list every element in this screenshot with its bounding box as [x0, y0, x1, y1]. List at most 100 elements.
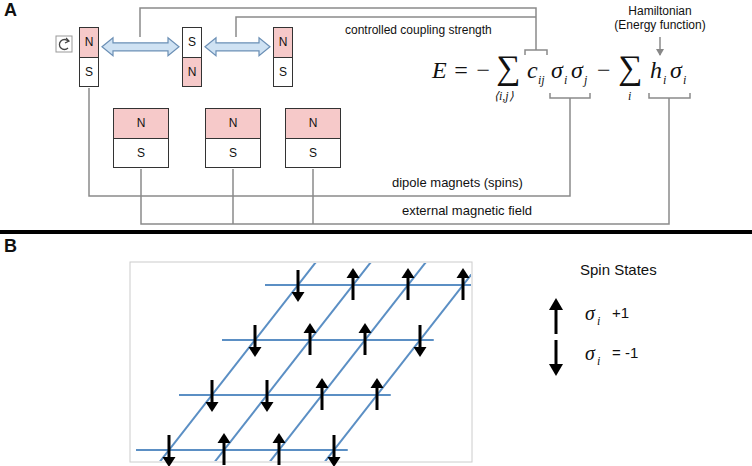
spin-down-arrow [555, 340, 558, 366]
spin-arrow-shaft [407, 278, 410, 300]
pole-letter: S [188, 35, 196, 49]
spin-arrow-head [292, 292, 305, 302]
spin-lattice [136, 260, 482, 466]
spin-arrows [163, 268, 470, 466]
lattice-lines [136, 263, 471, 461]
spin-arrow-head [371, 378, 384, 388]
annotation: dipole magnets (spins) [392, 176, 523, 190]
field-leader [232, 169, 234, 224]
equation-term: σ [670, 58, 682, 83]
magnet-pole: N [80, 28, 98, 58]
magnet-pole: N [286, 109, 340, 139]
spin-arrow-head [249, 347, 262, 357]
dipole-magnet: SN [182, 27, 202, 87]
magnet-pole: N [183, 58, 201, 87]
spin-arrow-head [304, 323, 317, 333]
spin-arrow-head [273, 433, 286, 443]
spin-arrow-shaft [333, 435, 336, 457]
annotation: controlled coupling strength [345, 24, 492, 37]
magnet-pole: S [274, 58, 292, 87]
sum-index: i [628, 90, 631, 103]
spin-arrow-head [414, 347, 427, 357]
spin-arrow-shaft [223, 443, 226, 465]
subscript: i [597, 355, 600, 368]
dipole-magnet: NS [205, 108, 261, 168]
spin-arrow-head [457, 268, 470, 278]
separator-bar [0, 230, 752, 234]
lattice-column-line [321, 263, 471, 461]
pole-letter: S [137, 146, 145, 160]
spin-down-head [549, 364, 563, 376]
subscript: i [564, 74, 567, 87]
lattice-frame [130, 262, 472, 462]
magnet-pole: S [114, 139, 168, 168]
magnet-pole: S [206, 139, 260, 168]
subscript: i [597, 315, 600, 328]
magnet-pole: N [274, 28, 292, 58]
spin-arrow-shaft [254, 325, 257, 347]
coupling-arrow [205, 38, 270, 56]
legend-title: Spin States [580, 262, 657, 278]
spin-arrow-shaft [266, 380, 269, 402]
magnet-pole: S [183, 28, 201, 58]
pole-letter: N [85, 35, 94, 49]
equation-term: E = − [432, 58, 491, 83]
equation-term: σ [551, 58, 563, 83]
sum-index: ⟨i,j⟩ [494, 90, 514, 103]
spin-up-arrow [555, 308, 558, 334]
equation-term: c [527, 58, 538, 83]
pole-letter: N [137, 116, 146, 130]
dipole-magnet: NS [113, 108, 169, 168]
pole-letter: S [85, 65, 93, 79]
annotation: external magnetic field [402, 204, 532, 218]
subscript: i [683, 74, 686, 87]
spin-arrow-head [328, 457, 341, 466]
lattice-row-line [265, 284, 471, 286]
spin-arrow-shaft [211, 380, 214, 402]
dipole-magnet: NS [79, 27, 99, 87]
leader-lines [89, 8, 690, 224]
spin-arrow-shaft [309, 333, 312, 355]
equation-term: h [650, 58, 662, 83]
spin-arrow-head [359, 323, 372, 333]
spin-arrow-head [261, 402, 274, 412]
pole-letter: N [188, 65, 197, 79]
spin-arrow-shaft [352, 278, 355, 300]
subscript: ij [538, 74, 545, 87]
spin-arrow-shaft [168, 435, 171, 457]
spin-arrow-head [218, 433, 231, 443]
subscript: j [584, 74, 587, 87]
equation-term: σ [571, 58, 583, 83]
coupling-arrow [102, 38, 179, 56]
pole-letter: N [279, 35, 288, 49]
sum-symbol: ∑ [618, 50, 642, 86]
legend-symbol: σ [585, 343, 595, 364]
spin-arrow-shaft [462, 278, 465, 300]
pole-letter: S [229, 146, 237, 160]
pole-letter: S [309, 146, 317, 160]
magnet-pole: S [80, 58, 98, 87]
field-leader [141, 98, 669, 224]
bracket [649, 93, 690, 98]
hamiltonian-pointer [659, 37, 661, 55]
panel-letter: B [4, 237, 17, 256]
spin-arrow-head [402, 268, 415, 278]
spin-arrow-head [347, 268, 360, 278]
subscript: i [663, 74, 666, 87]
spin-arrow-shaft [297, 270, 300, 292]
magnet-pole: N [206, 109, 260, 139]
annotation: Hamiltonian (Energy function) [612, 5, 708, 33]
dipole-magnet: NS [285, 108, 341, 168]
spin-arrow-head [316, 378, 329, 388]
spin-arrow-shaft [419, 325, 422, 347]
pole-letter: S [279, 65, 287, 79]
sum-symbol: ∑ [496, 50, 520, 86]
spin-arrow-shaft [364, 333, 367, 355]
spin-arrow-shaft [278, 443, 281, 465]
legend-symbol: σ [585, 303, 595, 324]
equation-term: − [597, 58, 611, 83]
legend-value: +1 [612, 305, 629, 321]
spin-arrow-shaft [321, 388, 324, 410]
rotation-icon [56, 36, 72, 52]
